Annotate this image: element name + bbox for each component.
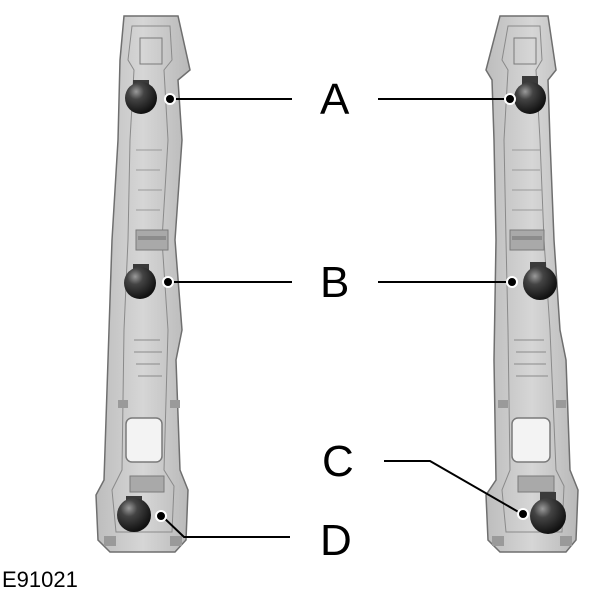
leader-endpoints: [155, 93, 529, 522]
endpoint-c: [517, 508, 529, 520]
right-bulb-b: [523, 262, 557, 300]
right-bulb-a: [514, 76, 546, 114]
leader-d: [161, 515, 290, 538]
endpoint-d: [155, 510, 167, 522]
leader-c: [384, 460, 523, 515]
label-a: A: [320, 75, 350, 124]
left-bulb-d: [117, 496, 151, 532]
right-bulb-c: [530, 492, 566, 534]
label-b: B: [320, 258, 349, 307]
label-d: D: [320, 516, 352, 565]
label-c: C: [322, 437, 354, 486]
endpoint-a-right: [504, 93, 516, 105]
left-bulb-b: [124, 264, 156, 299]
figure-id: E91021: [2, 567, 78, 592]
leader-lines: [161, 98, 523, 538]
endpoint-a-left: [164, 93, 176, 105]
endpoint-b-left: [162, 276, 174, 288]
endpoint-b-right: [506, 276, 518, 288]
left-bulb-a: [125, 80, 157, 114]
